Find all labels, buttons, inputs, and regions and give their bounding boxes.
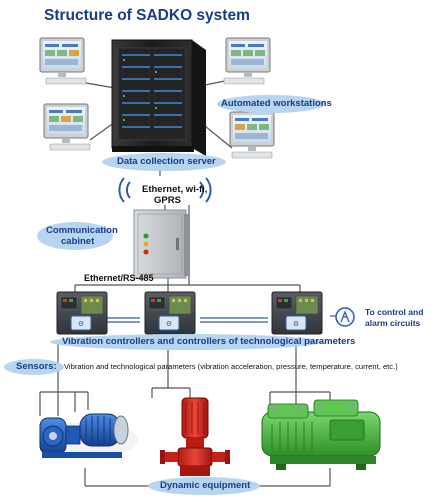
svg-text:⚙: ⚙ — [78, 320, 84, 328]
control-label-line1: To control and — [365, 307, 424, 317]
cabinet-label-line2: cabinet — [61, 236, 95, 247]
pump-icon — [38, 413, 138, 458]
label-oval — [50, 334, 322, 350]
controllers-label: Vibration controllers and controllers of… — [62, 336, 356, 347]
antenna-icon — [335, 307, 355, 327]
cabinet-label-line1: Communication — [46, 225, 118, 236]
server-rack-icon — [111, 39, 206, 156]
label-oval — [148, 477, 260, 495]
sensors-label: Sensors: — [16, 361, 57, 372]
svg-text:⚙: ⚙ — [293, 320, 299, 328]
label-oval — [4, 359, 64, 375]
server-label: Data collection server — [117, 156, 216, 167]
label-oval — [102, 153, 226, 171]
monitor-icon — [43, 103, 91, 151]
wireless-label-line1: Ethernet, wi-fi, — [142, 184, 208, 195]
sensor-params-text: Vibration and technological parameters (… — [64, 362, 398, 371]
controller-icon: ⚙ — [271, 291, 323, 335]
monitor-icon — [39, 37, 87, 85]
page-title: Structure of SADKO system — [44, 7, 250, 24]
compressor-icon — [261, 399, 381, 470]
controller-icon: ⚙ — [144, 291, 196, 335]
label-oval — [217, 95, 325, 113]
monitor-icon — [223, 37, 271, 85]
monitor-icon — [229, 111, 275, 159]
controller-icon: ⚙ — [56, 291, 108, 335]
cabinet-icon — [133, 209, 190, 279]
pump-icon — [160, 397, 230, 476]
bus-label: Ethernet/RS-485 — [84, 273, 154, 283]
svg-text:⚙: ⚙ — [166, 320, 172, 328]
equipment-label: Dynamic equipment — [160, 480, 251, 491]
workstations-label: Automated workstations — [221, 98, 332, 109]
label-oval — [37, 222, 113, 250]
wireless-label-line2: GPRS — [154, 195, 181, 206]
control-label-line2: alarm circuits — [365, 318, 421, 328]
wireless-signal-icon — [118, 177, 212, 203]
